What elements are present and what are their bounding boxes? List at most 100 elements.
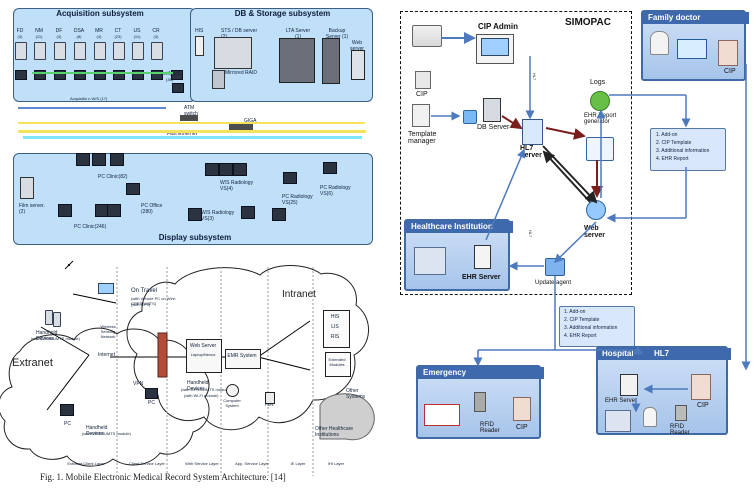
computer-small-screen xyxy=(98,283,114,294)
layer-label-ie: IE Layer xyxy=(290,461,306,466)
hospital-label: Hospital xyxy=(602,349,634,358)
on-travel-sub1: (with Vehicle PC on Wire: GPRS/UMTS) xyxy=(131,296,177,306)
ws-radiology-4-icon-c xyxy=(233,163,247,176)
atm-switch-label: ATM switch xyxy=(184,105,198,117)
bottom-list-item-1: 1. Add-on xyxy=(564,309,586,315)
intranet-cloud-outline xyxy=(126,265,369,431)
pc-left-icon xyxy=(58,404,78,421)
ws-radiology-3-icon-b xyxy=(241,206,255,219)
intranet-label: Intranet xyxy=(282,289,316,300)
yellow-bus-main xyxy=(18,130,366,133)
cr-device-icon xyxy=(151,42,163,60)
hospital-building-icon xyxy=(414,247,446,275)
pc-radiology-6-label: PC Radiology VS(6) xyxy=(320,185,351,197)
handheld-device-icon-1 xyxy=(45,310,53,325)
handheld-devices-2-label: Handheld Devices xyxy=(187,380,209,392)
web-server-box xyxy=(186,339,222,373)
hospital-hl7-label: HL7 xyxy=(654,349,670,358)
pc-radiology-6-icon xyxy=(323,162,337,174)
ehr-server-healthcare-icon xyxy=(474,245,491,269)
bottom-list-item-3: 3. Additional information xyxy=(564,325,618,331)
emr-system-label: EMR System xyxy=(227,353,257,359)
ws-radiology-3-label: W/S Radiology VS(3) xyxy=(201,210,235,222)
his-lis-ris-box xyxy=(323,310,350,348)
fd-device-icon xyxy=(15,42,27,60)
computer-small-icon xyxy=(98,283,116,298)
handheld-devices-1-sub: (with GPRS/UMTS module) xyxy=(31,336,80,341)
template-manager-icon xyxy=(412,104,430,127)
acq-device-ct: CT xyxy=(114,28,122,34)
acq-monitor-4-icon xyxy=(74,70,86,80)
hospital-cip-label: CIP xyxy=(697,402,709,409)
pc-clinic-monitor-3-icon xyxy=(110,153,124,166)
layer-label-ihi: IHI Layer xyxy=(327,461,345,466)
display-subsystem-label: Display subsystem xyxy=(158,233,232,242)
ws-radiology-4-icon-a xyxy=(205,163,219,176)
acq-device-row: FD NM DF DSA MR CT US CR (3) (11) (3) (8… xyxy=(15,28,165,48)
family-doctor-header: Family doctor xyxy=(643,12,749,24)
hospital-building-icon-2 xyxy=(605,410,631,432)
mirrored-raid-icon xyxy=(212,70,225,89)
on-travel-sub2: (with GPS) xyxy=(131,302,151,307)
giga-switch-icon xyxy=(229,123,253,130)
pc-radiology-25-label: PC Radiology VS(25) xyxy=(282,194,313,206)
yellow-bus-2 xyxy=(18,122,365,124)
acq-device-dsa: DSA xyxy=(73,28,85,34)
layer-label-web-service: Web Service Layer xyxy=(185,461,219,466)
pc-clinic-82-label: PC Clinic(82) xyxy=(98,174,128,180)
acquisition-ws-label: Acquisitio n W/S (17) xyxy=(70,96,108,101)
acq-monitor-2-icon xyxy=(34,70,46,80)
film-server-icon xyxy=(20,177,34,199)
lta-server-icon xyxy=(279,38,315,83)
cyan-bus xyxy=(23,136,362,139)
ambulance-icon xyxy=(424,404,460,426)
green-bus-top xyxy=(32,72,173,74)
nm-device-icon xyxy=(34,42,46,60)
mirrored-raid-label: Mirrored RAID xyxy=(225,70,257,76)
ris-box-label: RIS xyxy=(330,334,340,340)
hospital-ehr-server-label: EHR Server xyxy=(605,398,638,404)
handheld-devices-2-sub2: (with Wi-Fi module) xyxy=(184,393,219,398)
extranet-label: Extranet xyxy=(12,357,53,369)
files-label: Files xyxy=(265,402,274,407)
verify-vs-icon xyxy=(172,83,184,93)
handheld-device-icon-2 xyxy=(53,312,61,327)
wireless-sensing-label: Wireless Sensing Network xyxy=(100,324,116,339)
ws-radiology-3-icon-a xyxy=(188,208,202,221)
laptop-icon xyxy=(677,39,707,59)
display-subsystem-panel xyxy=(13,153,373,245)
web-server-label-top: Web server xyxy=(350,40,364,52)
template-manager-label: Template manager xyxy=(408,131,437,145)
handheld-devices-2-sub1: (with GPRS/UMTS module) xyxy=(181,387,230,392)
handheld-devices-1-label: Handheld Devices xyxy=(36,330,58,342)
cip-admin-label: CIP Admin xyxy=(478,22,519,31)
his-box-label: HIS xyxy=(330,314,340,320)
cip-admin-screen-icon xyxy=(481,38,509,56)
db-server-icon xyxy=(483,98,501,122)
figure-caption: Fig. 1. Mobile Electronic Medical Record… xyxy=(40,472,286,482)
computer-system-icon xyxy=(226,384,239,397)
main-net-line-3 xyxy=(257,356,311,371)
extranet-cloud-outline xyxy=(0,327,210,467)
emr-system-box xyxy=(225,349,261,369)
files-icon xyxy=(265,392,275,404)
mr-device-icon xyxy=(94,42,106,60)
web-server-label: Web Server xyxy=(189,343,217,349)
pc-office-icon xyxy=(126,183,140,195)
acq-device-icons xyxy=(15,42,183,87)
top-list-item-3: 3. Additional information xyxy=(656,148,710,154)
ws-radiology-4-label: W/S Radiology VS(4) xyxy=(220,180,254,192)
top-list-item-1: 1. Add-on xyxy=(656,132,678,138)
computer-system-label: Computer System xyxy=(223,398,241,408)
ehr-report-generator-icon xyxy=(586,137,614,161)
top-list-item-4: 4. EHR Report xyxy=(656,156,689,162)
hospital-rfid-reader-label: RFID Reader xyxy=(670,424,690,436)
on-travel-label: On Travel xyxy=(131,288,158,294)
other-healthcare-shape xyxy=(319,393,375,441)
cip-card-icon xyxy=(415,71,431,89)
acq-monitor-3-icon xyxy=(54,70,66,80)
acq-device-nm: NM xyxy=(35,28,43,34)
pc-clinic-monitor-2-icon xyxy=(92,153,106,166)
verify-vs-count: (36) xyxy=(166,77,174,82)
hospital-header xyxy=(598,348,731,360)
